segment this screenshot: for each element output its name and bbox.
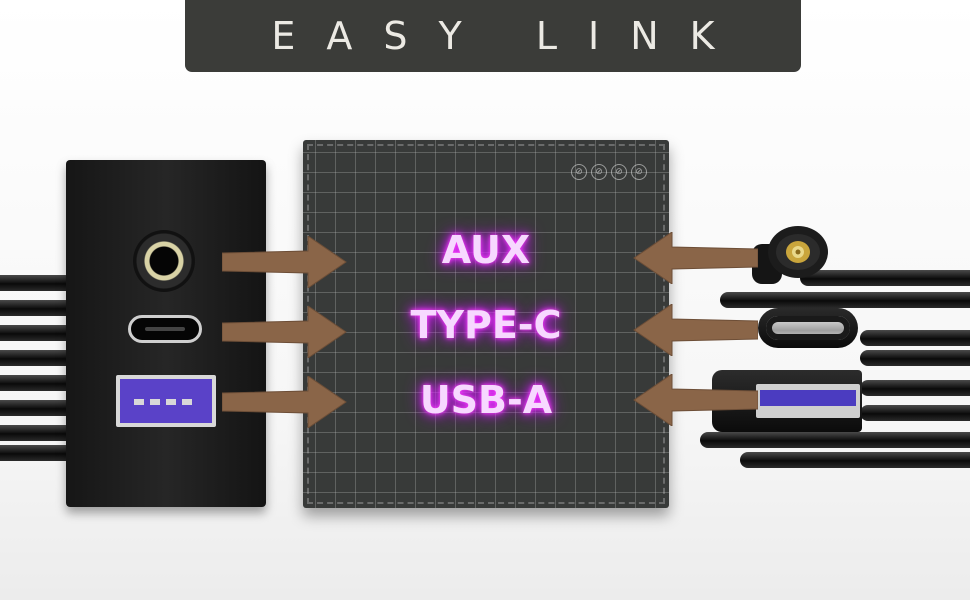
label-type-c: TYPE-C <box>410 303 562 347</box>
board-icons: ⊘ ⊘ ⊘ ⊘ <box>571 164 647 180</box>
usb-a-port-icon <box>116 375 216 427</box>
label-board: ⊘ ⊘ ⊘ ⊘ AUX TYPE-C USB-A <box>303 140 669 508</box>
port-panel <box>66 160 266 507</box>
no-heat-icon: ⊘ <box>591 164 607 180</box>
usb-c-port-icon <box>128 315 202 343</box>
usb-a-plug-icon <box>712 370 862 432</box>
arrow-right-icon <box>222 236 347 288</box>
aux-plug-icon <box>752 226 828 284</box>
no-water-icon: ⊘ <box>631 164 647 180</box>
no-tool-icon: ⊘ <box>571 164 587 180</box>
title-banner: EASY LINK <box>185 0 801 72</box>
label-usb-a: USB-A <box>419 378 553 422</box>
arrow-left-icon <box>633 374 758 426</box>
banner-title: EASY LINK <box>271 14 746 58</box>
no-cut-icon: ⊘ <box>611 164 627 180</box>
arrow-right-icon <box>222 306 347 358</box>
label-aux: AUX <box>441 228 531 272</box>
usb-c-plug-icon <box>758 308 858 348</box>
arrow-right-icon <box>222 376 347 428</box>
arrow-left-icon <box>633 304 758 356</box>
aux-jack-icon <box>133 230 195 292</box>
arrow-left-icon <box>633 232 758 284</box>
